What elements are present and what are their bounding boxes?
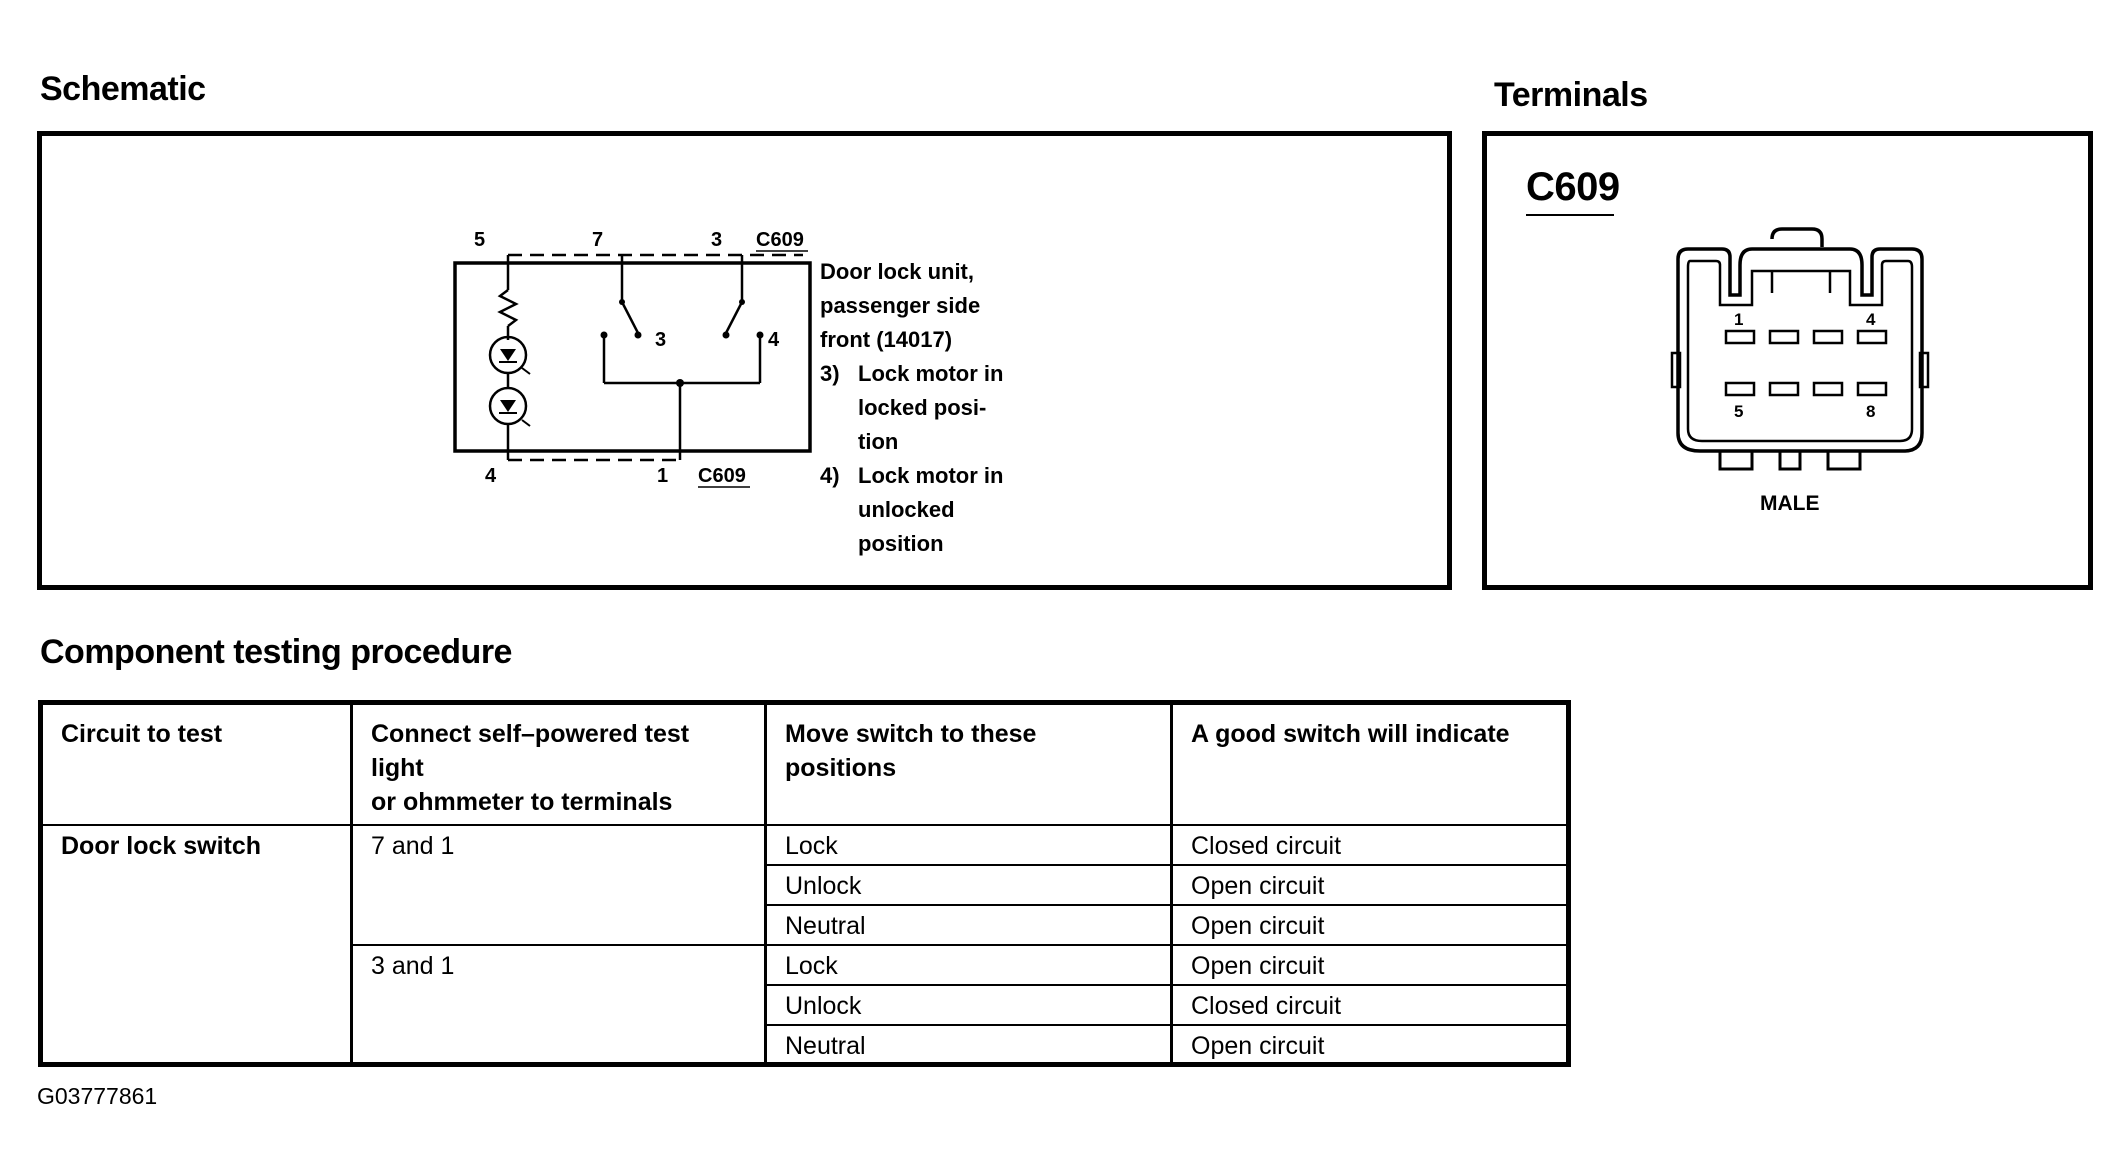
position-cell: Neutral [764, 1023, 1173, 1066]
note-line: Lock motor in [858, 361, 1004, 386]
table-row: Neutral Open circuit [41, 903, 1570, 946]
description-line: front (14017) [820, 327, 953, 352]
result-cell: Closed circuit [1170, 983, 1570, 1026]
table-row: Door lock switch 7 and 1 Lock Closed cir… [39, 823, 1570, 1066]
description-line: passenger side [820, 293, 981, 318]
unit-box [453, 261, 812, 453]
note-line: locked posi- [858, 395, 987, 420]
switch-contact-2 [722, 255, 764, 339]
table-row: 3 and 1 Lock Open circuit [41, 943, 1570, 1066]
table-row: Unlock Closed circuit [41, 983, 1570, 1026]
motor-symbol-1 [488, 335, 531, 375]
note-number: 3) [820, 361, 840, 386]
result-cell: Open circuit [1170, 1023, 1570, 1066]
connector-label: C609 [698, 465, 746, 487]
connector-title: C609 [1526, 165, 1620, 209]
resistor [497, 289, 519, 327]
procedure-heading: Component testing procedure [40, 633, 512, 671]
switch-contact-1 [600, 255, 642, 339]
position-cell: Lock [764, 943, 1173, 986]
connector-title-underline [1526, 214, 1614, 216]
connector-label: C609 [756, 229, 804, 251]
figure-id: G03777861 [37, 1083, 158, 1109]
note-number: 4) [820, 463, 840, 488]
position-cell: Unlock [764, 983, 1173, 1026]
note-3: 3) Lock motor in locked posi- tion [820, 357, 1003, 459]
pin-label: 4 [768, 329, 780, 351]
position-cell: Neutral [764, 903, 1173, 946]
table-row: Unlock Open circuit [41, 863, 1570, 906]
connector-face-diagram: 1 4 5 8 [1670, 227, 1930, 471]
result-cell: Open circuit [1170, 903, 1570, 946]
terminals-heading: Terminals [1494, 76, 1648, 114]
note-4: 4) Lock motor in unlocked position [820, 459, 1003, 561]
note-line: Lock motor in [858, 463, 1004, 488]
note-line: tion [858, 429, 899, 454]
table-header-cell: A good switch will indicate [1170, 701, 1570, 826]
table-header-row: Circuit to test Connect self–powered tes… [39, 701, 1570, 826]
pin-label: 1 [657, 465, 668, 487]
pin-label: 7 [592, 229, 603, 251]
circuit-cell: Door lock switch [39, 823, 353, 1066]
result-cell: Open circuit [1170, 943, 1570, 986]
pin-label: 5 [474, 229, 485, 251]
result-cell: Open circuit [1170, 863, 1570, 906]
connector-gender-label: MALE [1760, 492, 1820, 515]
description-line: Door lock unit, [820, 259, 974, 284]
note-line: position [858, 531, 944, 556]
table-header-cell: Circuit to test [39, 701, 353, 826]
unit-description: Door lock unit, passenger side front (14… [820, 255, 1003, 561]
pin-number: 4 [1866, 310, 1876, 329]
testing-procedure-table: Circuit to test Connect self–powered tes… [38, 700, 1571, 1067]
position-cell: Lock [764, 823, 1173, 866]
note-line: unlocked [858, 497, 955, 522]
motor-symbol-2 [488, 386, 531, 427]
pin-number: 5 [1734, 402, 1743, 421]
pin-number: 8 [1866, 402, 1875, 421]
terminals-panel [1482, 131, 2093, 590]
pin-label: 4 [485, 465, 497, 487]
table-row: Neutral Open circuit [41, 1023, 1570, 1066]
terminals-cell: 7 and 1 [350, 823, 767, 946]
schematic-panel [37, 131, 1452, 590]
schematic-heading: Schematic [40, 70, 206, 108]
pin-label: 3 [711, 229, 722, 251]
position-cell: Unlock [764, 863, 1173, 906]
terminals-cell: 3 and 1 [350, 943, 767, 1066]
result-cell: Closed circuit [1170, 823, 1570, 866]
pin-number: 1 [1734, 310, 1743, 329]
pin-label: 3 [655, 329, 666, 351]
